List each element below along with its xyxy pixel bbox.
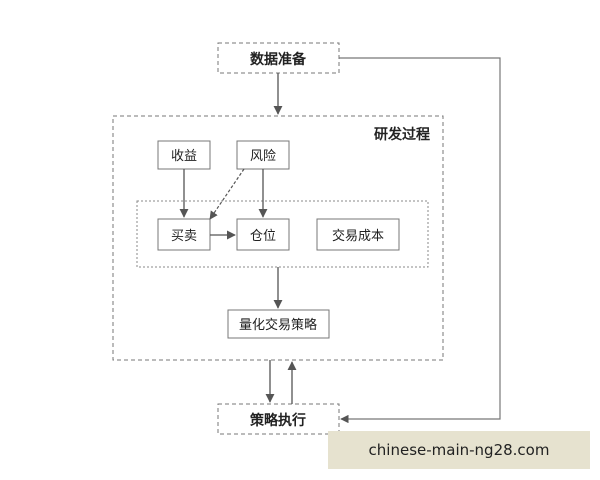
arrow-risk-to-buy-sell [209,168,245,220]
watermark: chinese-main-ng28.com [328,431,590,469]
transaction-cost-label: 交易成本 [332,228,384,244]
risk-label: 风险 [250,149,276,164]
transaction-cost-box [316,218,400,251]
buy-sell-label: 买卖 [171,229,197,244]
arrow-data-prep-to-execution-loop [339,57,501,424]
data-prep-label: 数据准备 [250,51,307,68]
data-prep-box [217,42,340,74]
rd-process-container [112,115,444,361]
strategy-execution-box [217,403,340,435]
strategy-execution-label: 策略执行 [249,412,306,429]
rd-process-label: 研发过程 [374,126,430,143]
watermark-text: chinese-main-ng28.com [368,441,550,459]
position-label: 仓位 [250,229,276,244]
trading-components-group [136,200,429,268]
quant-strategy-box [227,309,330,339]
buy-sell-box [157,218,211,251]
risk-box [236,140,290,170]
position-box [236,218,290,251]
quant-strategy-label: 量化交易策略 [239,317,317,333]
returns-label: 收益 [171,149,197,164]
returns-box [157,140,211,170]
